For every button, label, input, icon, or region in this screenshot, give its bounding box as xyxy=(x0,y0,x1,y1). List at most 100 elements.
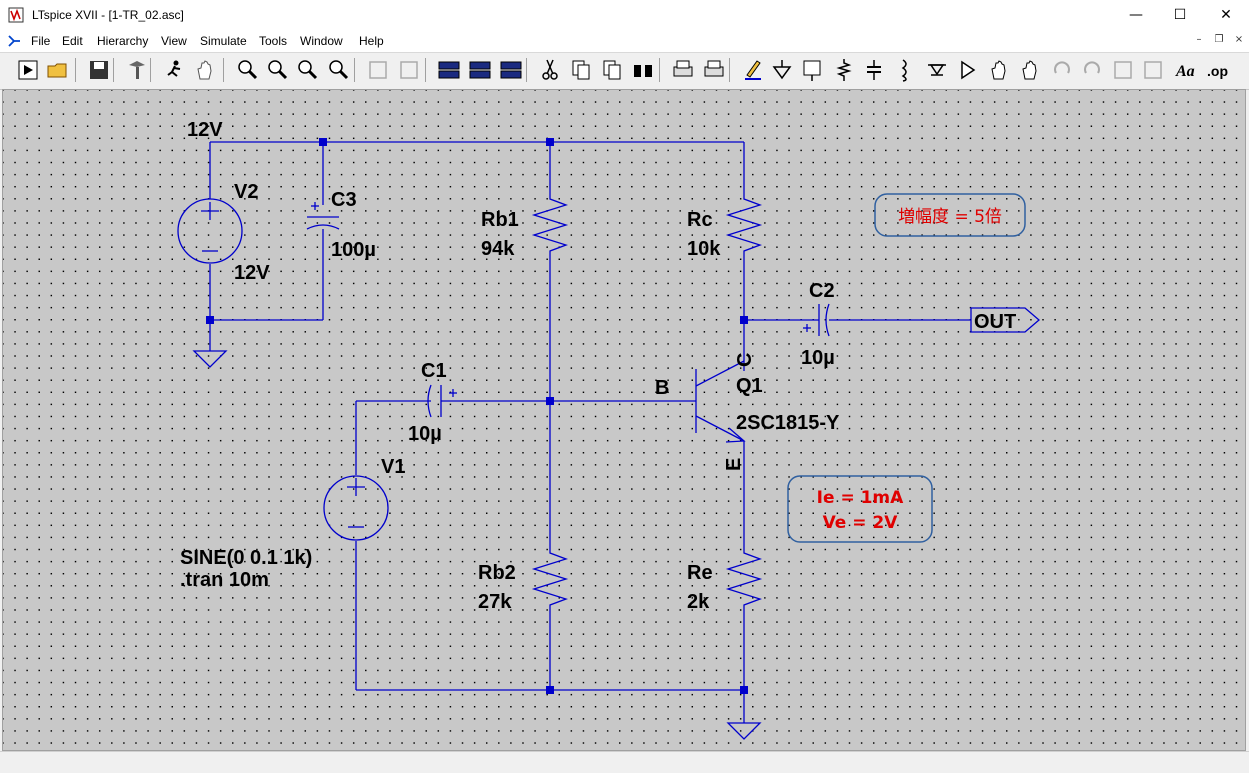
pan-icon[interactable] xyxy=(193,57,217,83)
rb2-name-label: Rb2 xyxy=(478,562,516,584)
q1-name-label: Q1 xyxy=(736,375,763,397)
toolbar-separator xyxy=(729,58,730,82)
menu-simulate[interactable]: Simulate xyxy=(200,34,247,48)
autorange-icon[interactable] xyxy=(366,57,390,83)
svg-text:増幅度 = 5倍: 増幅度 = 5倍 xyxy=(898,207,1002,227)
maximize-button[interactable]: ☐ xyxy=(1173,7,1187,23)
c3-capacitor[interactable] xyxy=(306,202,340,230)
find-icon[interactable] xyxy=(631,57,655,83)
component-icon[interactable] xyxy=(956,57,980,83)
print-icon[interactable] xyxy=(702,57,726,83)
svg-text:OUT: OUT xyxy=(974,311,1016,333)
menu-tools[interactable]: Tools xyxy=(259,34,288,48)
re-name-label: Re xyxy=(687,562,713,584)
q1-pin-b-label: B xyxy=(655,377,669,399)
zoom-full-icon[interactable] xyxy=(265,57,289,83)
drag-icon[interactable] xyxy=(397,57,421,83)
v2-voltage-source[interactable] xyxy=(177,198,243,264)
toolbar-separator xyxy=(75,58,76,82)
cascade-icon[interactable] xyxy=(468,57,492,83)
net-12v-label: 12V xyxy=(187,119,223,141)
c1-name-label: C1 xyxy=(421,360,447,382)
ground-main-icon xyxy=(726,722,762,740)
paste-icon[interactable] xyxy=(600,57,624,83)
ground-icon[interactable] xyxy=(770,57,794,83)
zoom-in-icon[interactable] xyxy=(235,57,259,83)
cut-icon[interactable] xyxy=(538,57,562,83)
v2-value-label: 12V xyxy=(234,262,270,284)
menu-file[interactable]: File xyxy=(31,34,51,48)
v1-name-label: V1 xyxy=(381,456,405,478)
menu-view[interactable]: View xyxy=(161,34,187,48)
junctions xyxy=(206,138,748,694)
title-bar: LTspice XVII - [1-TR_02.asc] — ☐ ✕ xyxy=(0,0,1249,30)
menu-edit[interactable]: Edit xyxy=(62,34,83,48)
toolbar-separator xyxy=(526,58,527,82)
q1-transistor[interactable] xyxy=(695,360,746,443)
mdi-restore-button[interactable]: ❐ xyxy=(1214,34,1224,45)
menu-window[interactable]: Window xyxy=(300,34,343,48)
control-panel-icon[interactable] xyxy=(125,57,149,83)
toolbar-separator xyxy=(659,58,660,82)
diode-icon[interactable] xyxy=(925,57,949,83)
run-icon[interactable] xyxy=(16,57,40,83)
rc-value-label: 10k xyxy=(687,238,721,260)
spice-directive-icon[interactable]: .op xyxy=(1205,57,1229,83)
draw-wire-icon[interactable] xyxy=(741,57,765,83)
drag-hand-icon[interactable] xyxy=(1018,57,1042,83)
c1-value-label: 10µ xyxy=(408,423,442,445)
capacitor-icon[interactable] xyxy=(862,57,886,83)
gain-note[interactable]: 増幅度 = 5倍 xyxy=(874,193,1026,237)
label-net-icon[interactable] xyxy=(800,57,824,83)
schematic-drawing[interactable]: OUT 12V V2 12V C3 100µ Rb1 94k Rc 10k C2… xyxy=(3,90,1247,752)
mdi-close-button[interactable]: × xyxy=(1234,34,1244,45)
rb1-name-label: Rb1 xyxy=(481,209,519,231)
undo-icon[interactable] xyxy=(1050,57,1074,83)
out-net-label[interactable]: OUT xyxy=(970,307,1040,333)
inductor-icon[interactable] xyxy=(893,57,917,83)
status-bar xyxy=(0,751,1249,773)
ie-note-text: Ie = 1mA xyxy=(817,488,904,508)
copy-icon[interactable] xyxy=(569,57,593,83)
mirror-icon[interactable] xyxy=(1141,57,1165,83)
bias-note[interactable]: Ie = 1mA Ve = 2V xyxy=(787,475,933,543)
svg-text:.op: .op xyxy=(1207,63,1228,79)
tile-horizontal-icon[interactable] xyxy=(437,57,461,83)
halt-icon[interactable] xyxy=(162,57,186,83)
re-resistor[interactable] xyxy=(725,545,763,619)
v2-name-label: V2 xyxy=(234,181,258,203)
tran-directive[interactable]: .tran 10m xyxy=(180,569,269,591)
rc-resistor[interactable] xyxy=(725,191,763,263)
window-title: LTspice XVII - [1-TR_02.asc] xyxy=(32,8,184,22)
rb1-resistor[interactable] xyxy=(531,191,569,263)
q1-pin-e-label: E xyxy=(723,458,745,471)
c1-capacitor[interactable] xyxy=(427,384,457,418)
c3-name-label: C3 xyxy=(331,189,357,211)
save-icon[interactable] xyxy=(87,57,111,83)
v1-value-label: SINE(0 0.1 1k) xyxy=(180,547,312,569)
q1-pin-c-label: C xyxy=(734,353,756,367)
rotate-icon[interactable] xyxy=(1111,57,1135,83)
c2-capacitor[interactable] xyxy=(803,303,830,337)
print-setup-icon[interactable] xyxy=(671,57,695,83)
open-icon[interactable] xyxy=(46,57,70,83)
toolbar-separator xyxy=(223,58,224,82)
move-icon[interactable] xyxy=(987,57,1011,83)
menu-hierarchy[interactable]: Hierarchy xyxy=(97,34,149,48)
text-icon[interactable]: Aa xyxy=(1174,57,1198,83)
schematic-canvas[interactable]: OUT 12V V2 12V C3 100µ Rb1 94k Rc 10k C2… xyxy=(2,89,1246,751)
zoom-cancel-icon[interactable] xyxy=(326,57,350,83)
mdi-minimize-button[interactable]: – xyxy=(1196,34,1202,45)
ground-v2-icon xyxy=(192,350,228,368)
document-icon[interactable] xyxy=(6,33,22,49)
v1-voltage-source[interactable] xyxy=(323,475,389,541)
minimize-button[interactable]: — xyxy=(1129,7,1143,23)
c3-value-label: 100µ xyxy=(331,239,376,261)
zoom-out-icon[interactable] xyxy=(295,57,319,83)
redo-icon[interactable] xyxy=(1080,57,1104,83)
rb2-resistor[interactable] xyxy=(531,545,569,619)
tile-vertical-icon[interactable] xyxy=(499,57,523,83)
menu-help[interactable]: Help xyxy=(359,34,384,48)
close-button[interactable]: ✕ xyxy=(1220,7,1232,23)
resistor-icon[interactable] xyxy=(832,57,856,83)
